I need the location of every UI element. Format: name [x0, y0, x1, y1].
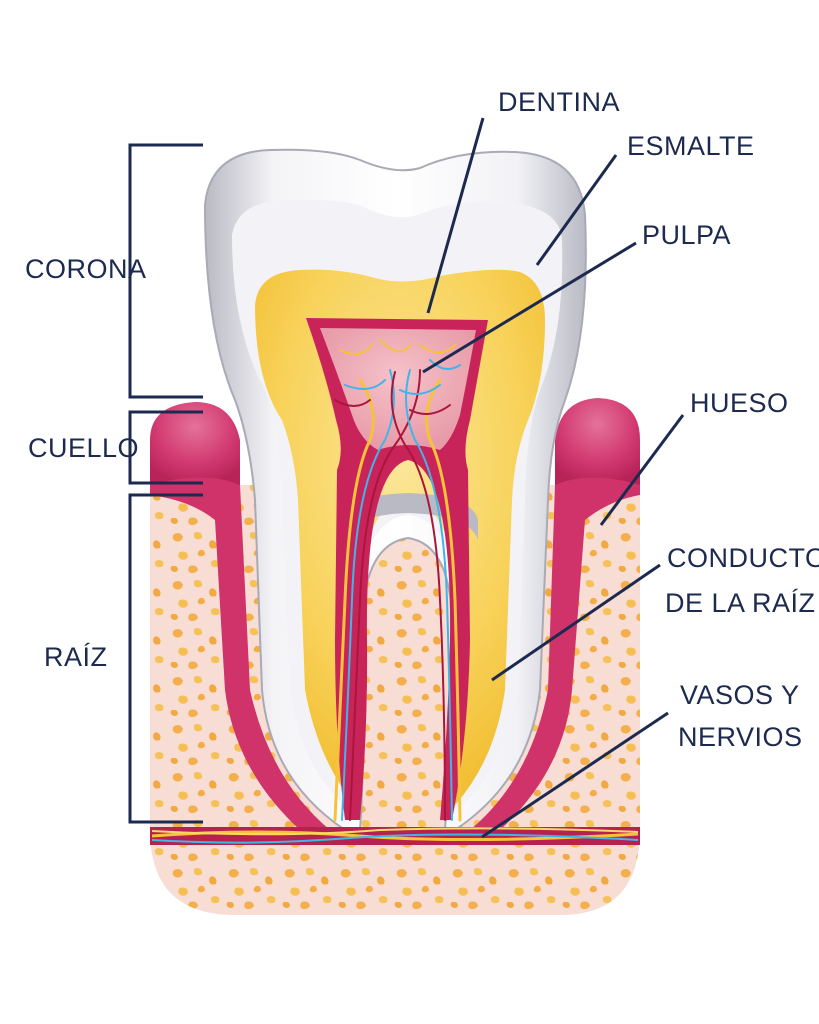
leader-esmalte: [535, 154, 618, 266]
leader-dentina: [426, 117, 485, 314]
gum-left: [150, 402, 240, 485]
label-vasos-line1: VASOS Y: [680, 680, 800, 710]
pulp-core: [320, 328, 476, 450]
label-conducto-line2: DE LA RAÍZ: [665, 588, 816, 618]
bracket-raiz: [128, 493, 203, 824]
pulp-nerves: [333, 339, 462, 822]
label-pulpa: PULPA: [642, 220, 731, 250]
bracket-cuello: [128, 410, 203, 485]
tooth: [203, 148, 587, 831]
interradicular-bone: [365, 545, 450, 830]
leader-conducto: [491, 563, 661, 682]
leader-pulpa: [422, 241, 637, 374]
labels: DENTINA ESMALTE PULPA HUESO CONDUCTO DE …: [25, 87, 819, 752]
label-raiz: RAÍZ: [44, 642, 108, 672]
label-vasos-line2: NERVIOS: [678, 722, 803, 752]
periodontal-left: [150, 477, 330, 830]
leader-lines: [422, 117, 685, 839]
label-cuello: CUELLO: [28, 433, 139, 463]
label-corona: CORONA: [25, 254, 147, 284]
label-dentina: DENTINA: [498, 87, 620, 117]
label-conducto-line1: CONDUCTO: [667, 543, 819, 573]
label-hueso: HUESO: [690, 388, 789, 418]
label-esmalte: ESMALTE: [627, 131, 755, 161]
leader-vasos: [481, 711, 669, 839]
leader-hueso: [599, 414, 685, 526]
gum: [150, 398, 640, 830]
brackets: [128, 143, 203, 824]
vessel-band: [150, 827, 640, 845]
bracket-corona: [128, 143, 203, 399]
gum-right: [555, 398, 640, 485]
periodontal-right: [470, 477, 640, 830]
